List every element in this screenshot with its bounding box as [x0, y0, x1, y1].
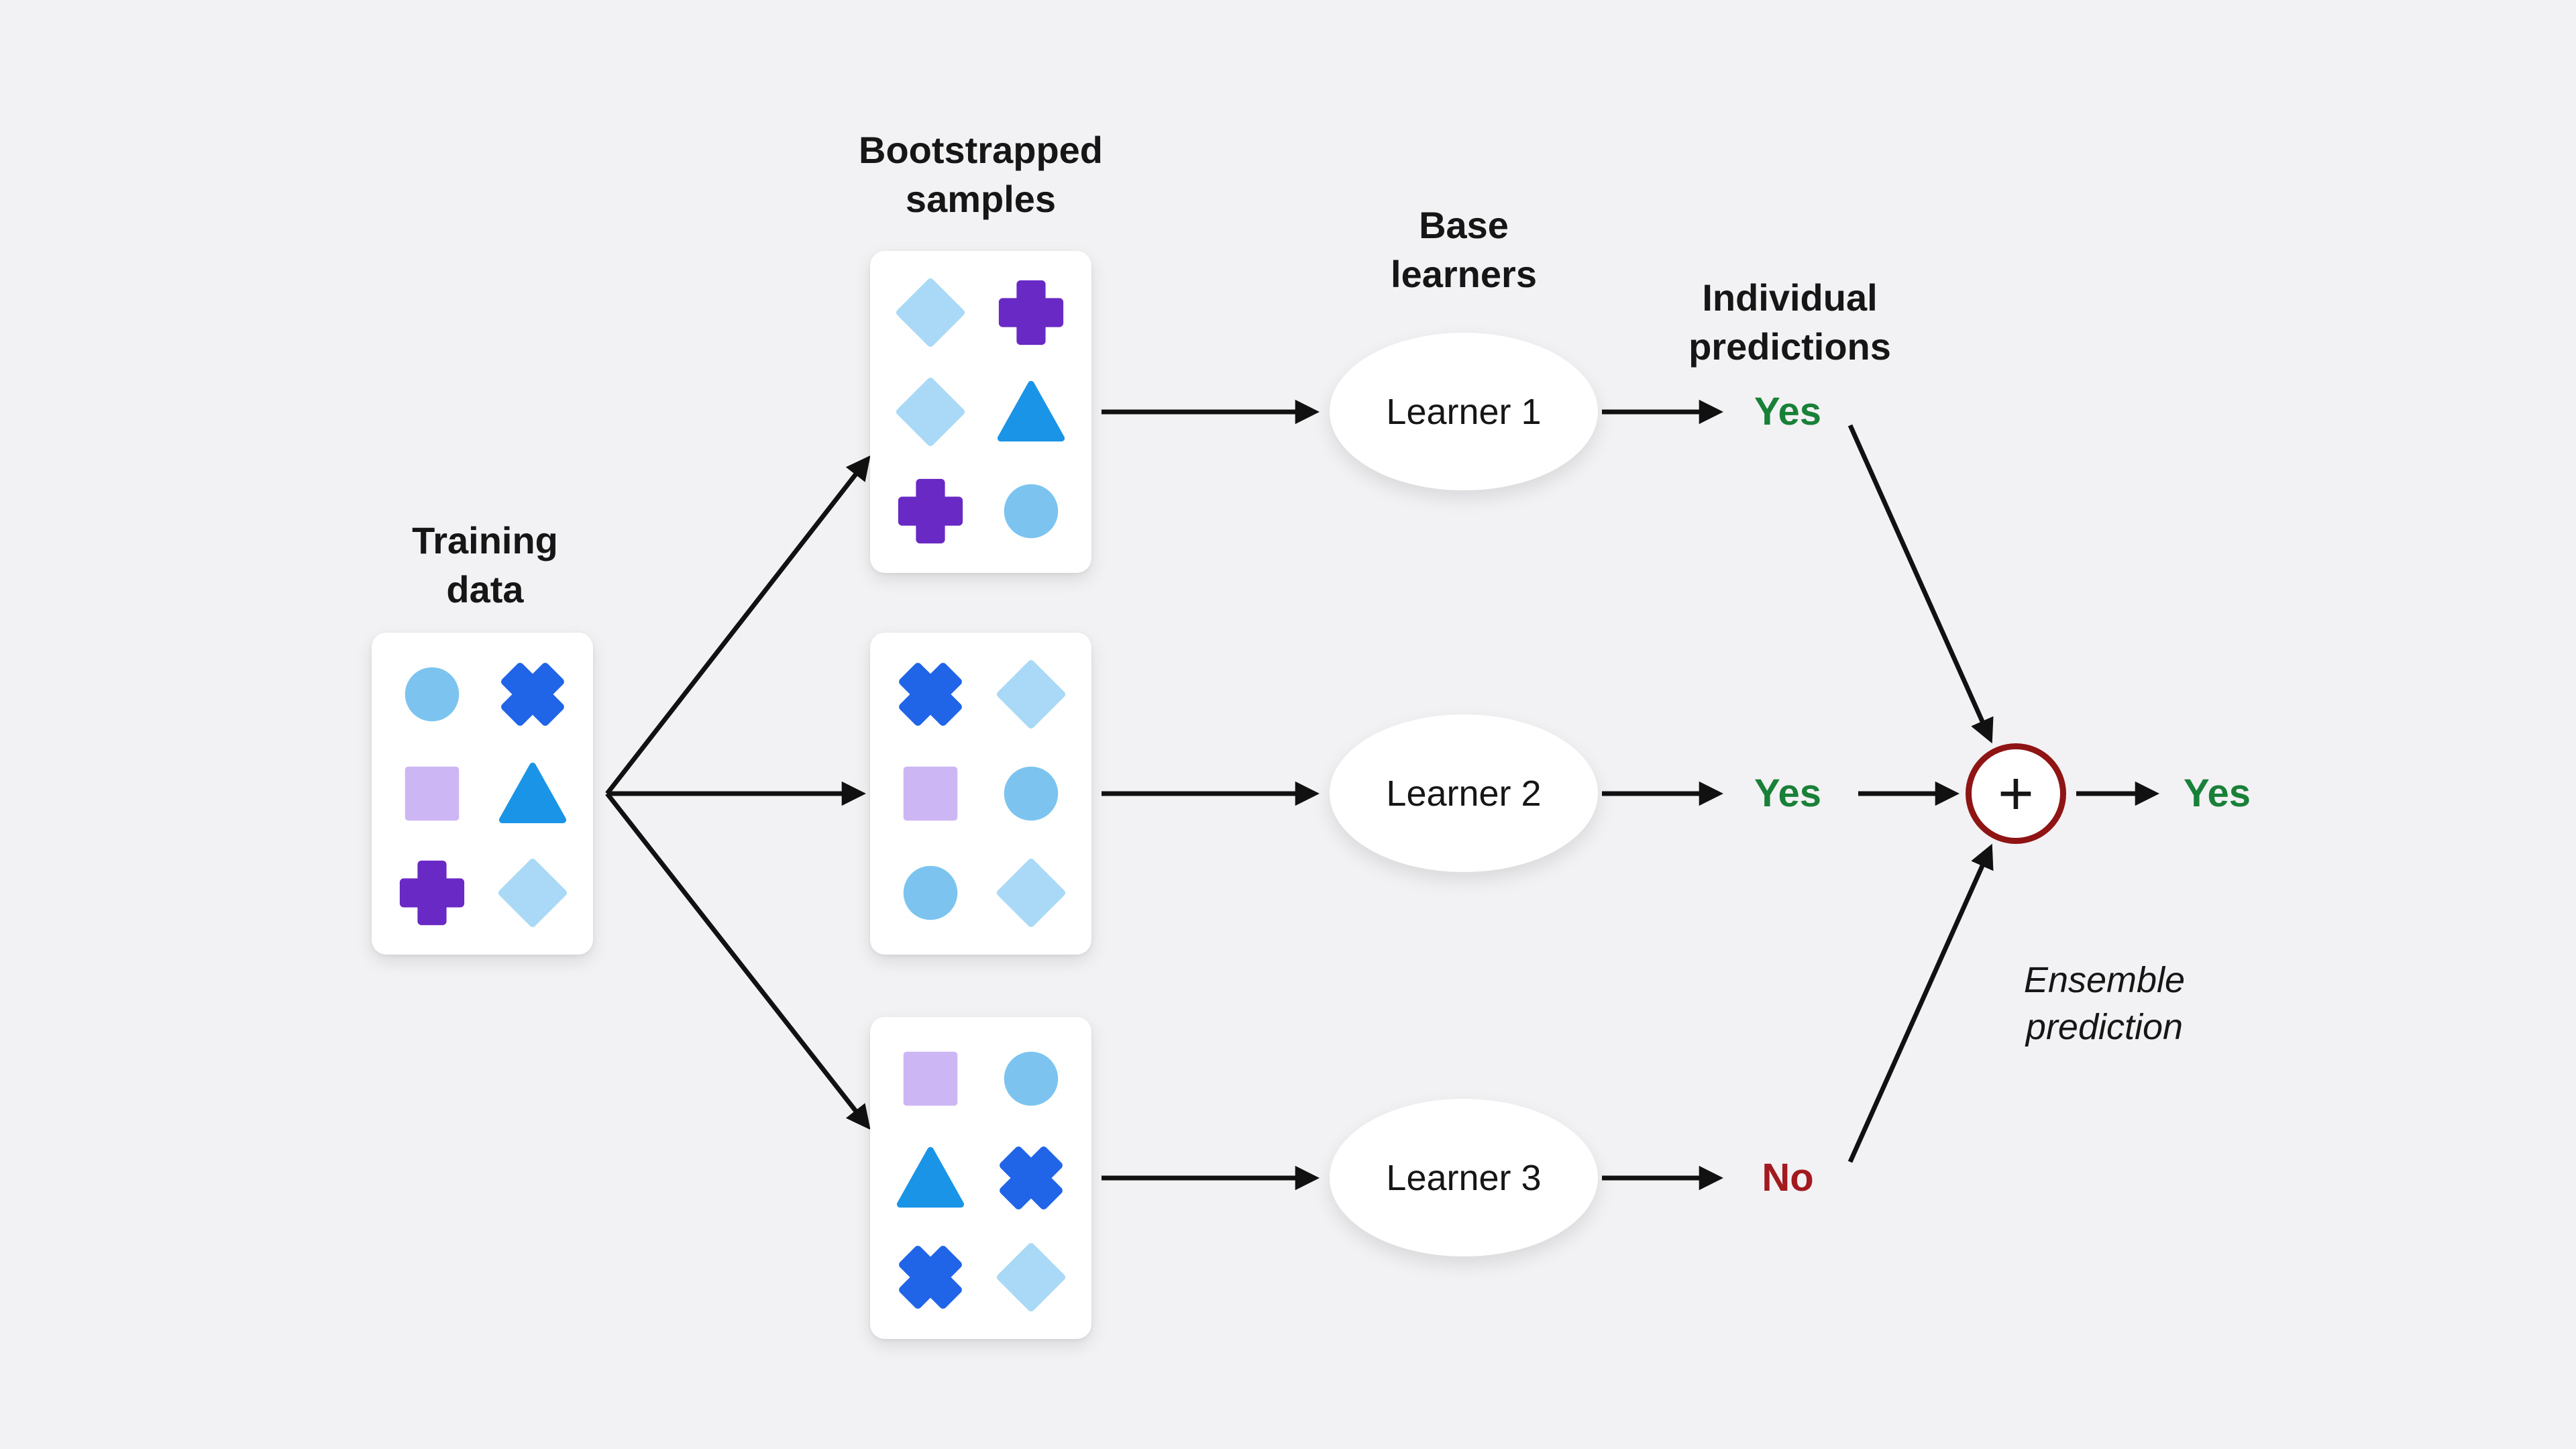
bootstrap-sample-card-3 — [870, 1017, 1091, 1339]
x-icon — [501, 663, 564, 726]
diamond-icon — [996, 659, 1066, 729]
diamond-icon — [498, 858, 568, 928]
prediction-1-value: Yes — [1754, 390, 1821, 433]
triangle-icon — [896, 1146, 965, 1208]
training-data-card — [372, 633, 593, 955]
bootstrap-sample-card-1 — [870, 251, 1091, 573]
learner-3-label: Learner 3 — [1386, 1157, 1542, 1198]
square-icon — [903, 766, 958, 821]
diamond-icon — [896, 278, 965, 347]
diamond-icon — [896, 377, 965, 447]
circle-icon — [1004, 1051, 1059, 1106]
prediction-2-value: Yes — [1754, 771, 1821, 815]
aggregator-node: + — [1966, 743, 2066, 844]
ensemble-prediction-value: Yes — [2184, 771, 2251, 815]
triangle-icon — [498, 762, 567, 824]
diamond-icon — [996, 858, 1066, 928]
plus-icon — [898, 478, 963, 544]
arrow-training-to-sample-3 — [605, 792, 871, 1130]
plus-icon: + — [1998, 759, 2034, 828]
x-icon — [899, 1246, 962, 1309]
x-icon — [899, 663, 962, 726]
arrow-prediction-1-to-aggregator — [1847, 424, 1994, 744]
individual-predictions-label: Individual predictions — [1688, 276, 1891, 368]
prediction-3-value: No — [1762, 1156, 1814, 1199]
circle-icon — [1004, 766, 1059, 821]
learner-1-label: Learner 1 — [1386, 391, 1542, 432]
square-icon — [903, 1051, 958, 1106]
base-learners-label: Base learners — [1391, 204, 1537, 295]
square-icon — [405, 766, 460, 821]
circle-icon — [1004, 484, 1059, 539]
bootstrap-sample-card-2 — [870, 633, 1091, 955]
learner-3-node: Learner 3 — [1330, 1099, 1598, 1256]
bootstrapped-samples-label: Bootstrapped samples — [859, 129, 1103, 220]
arrow-training-to-sample-1 — [605, 455, 871, 796]
circle-icon — [903, 865, 958, 920]
circle-icon — [405, 667, 460, 722]
ensemble-prediction-label: Ensemble prediction — [2023, 960, 2186, 1048]
triangle-icon — [997, 380, 1065, 442]
training-data-label: Training data — [412, 519, 558, 610]
learner-2-label: Learner 2 — [1386, 773, 1542, 814]
diamond-icon — [996, 1242, 1066, 1312]
learner-2-node: Learner 2 — [1330, 714, 1598, 872]
plus-icon — [998, 280, 1064, 345]
x-icon — [1000, 1146, 1063, 1210]
learner-1-node: Learner 1 — [1330, 333, 1598, 490]
plus-icon — [399, 860, 465, 926]
